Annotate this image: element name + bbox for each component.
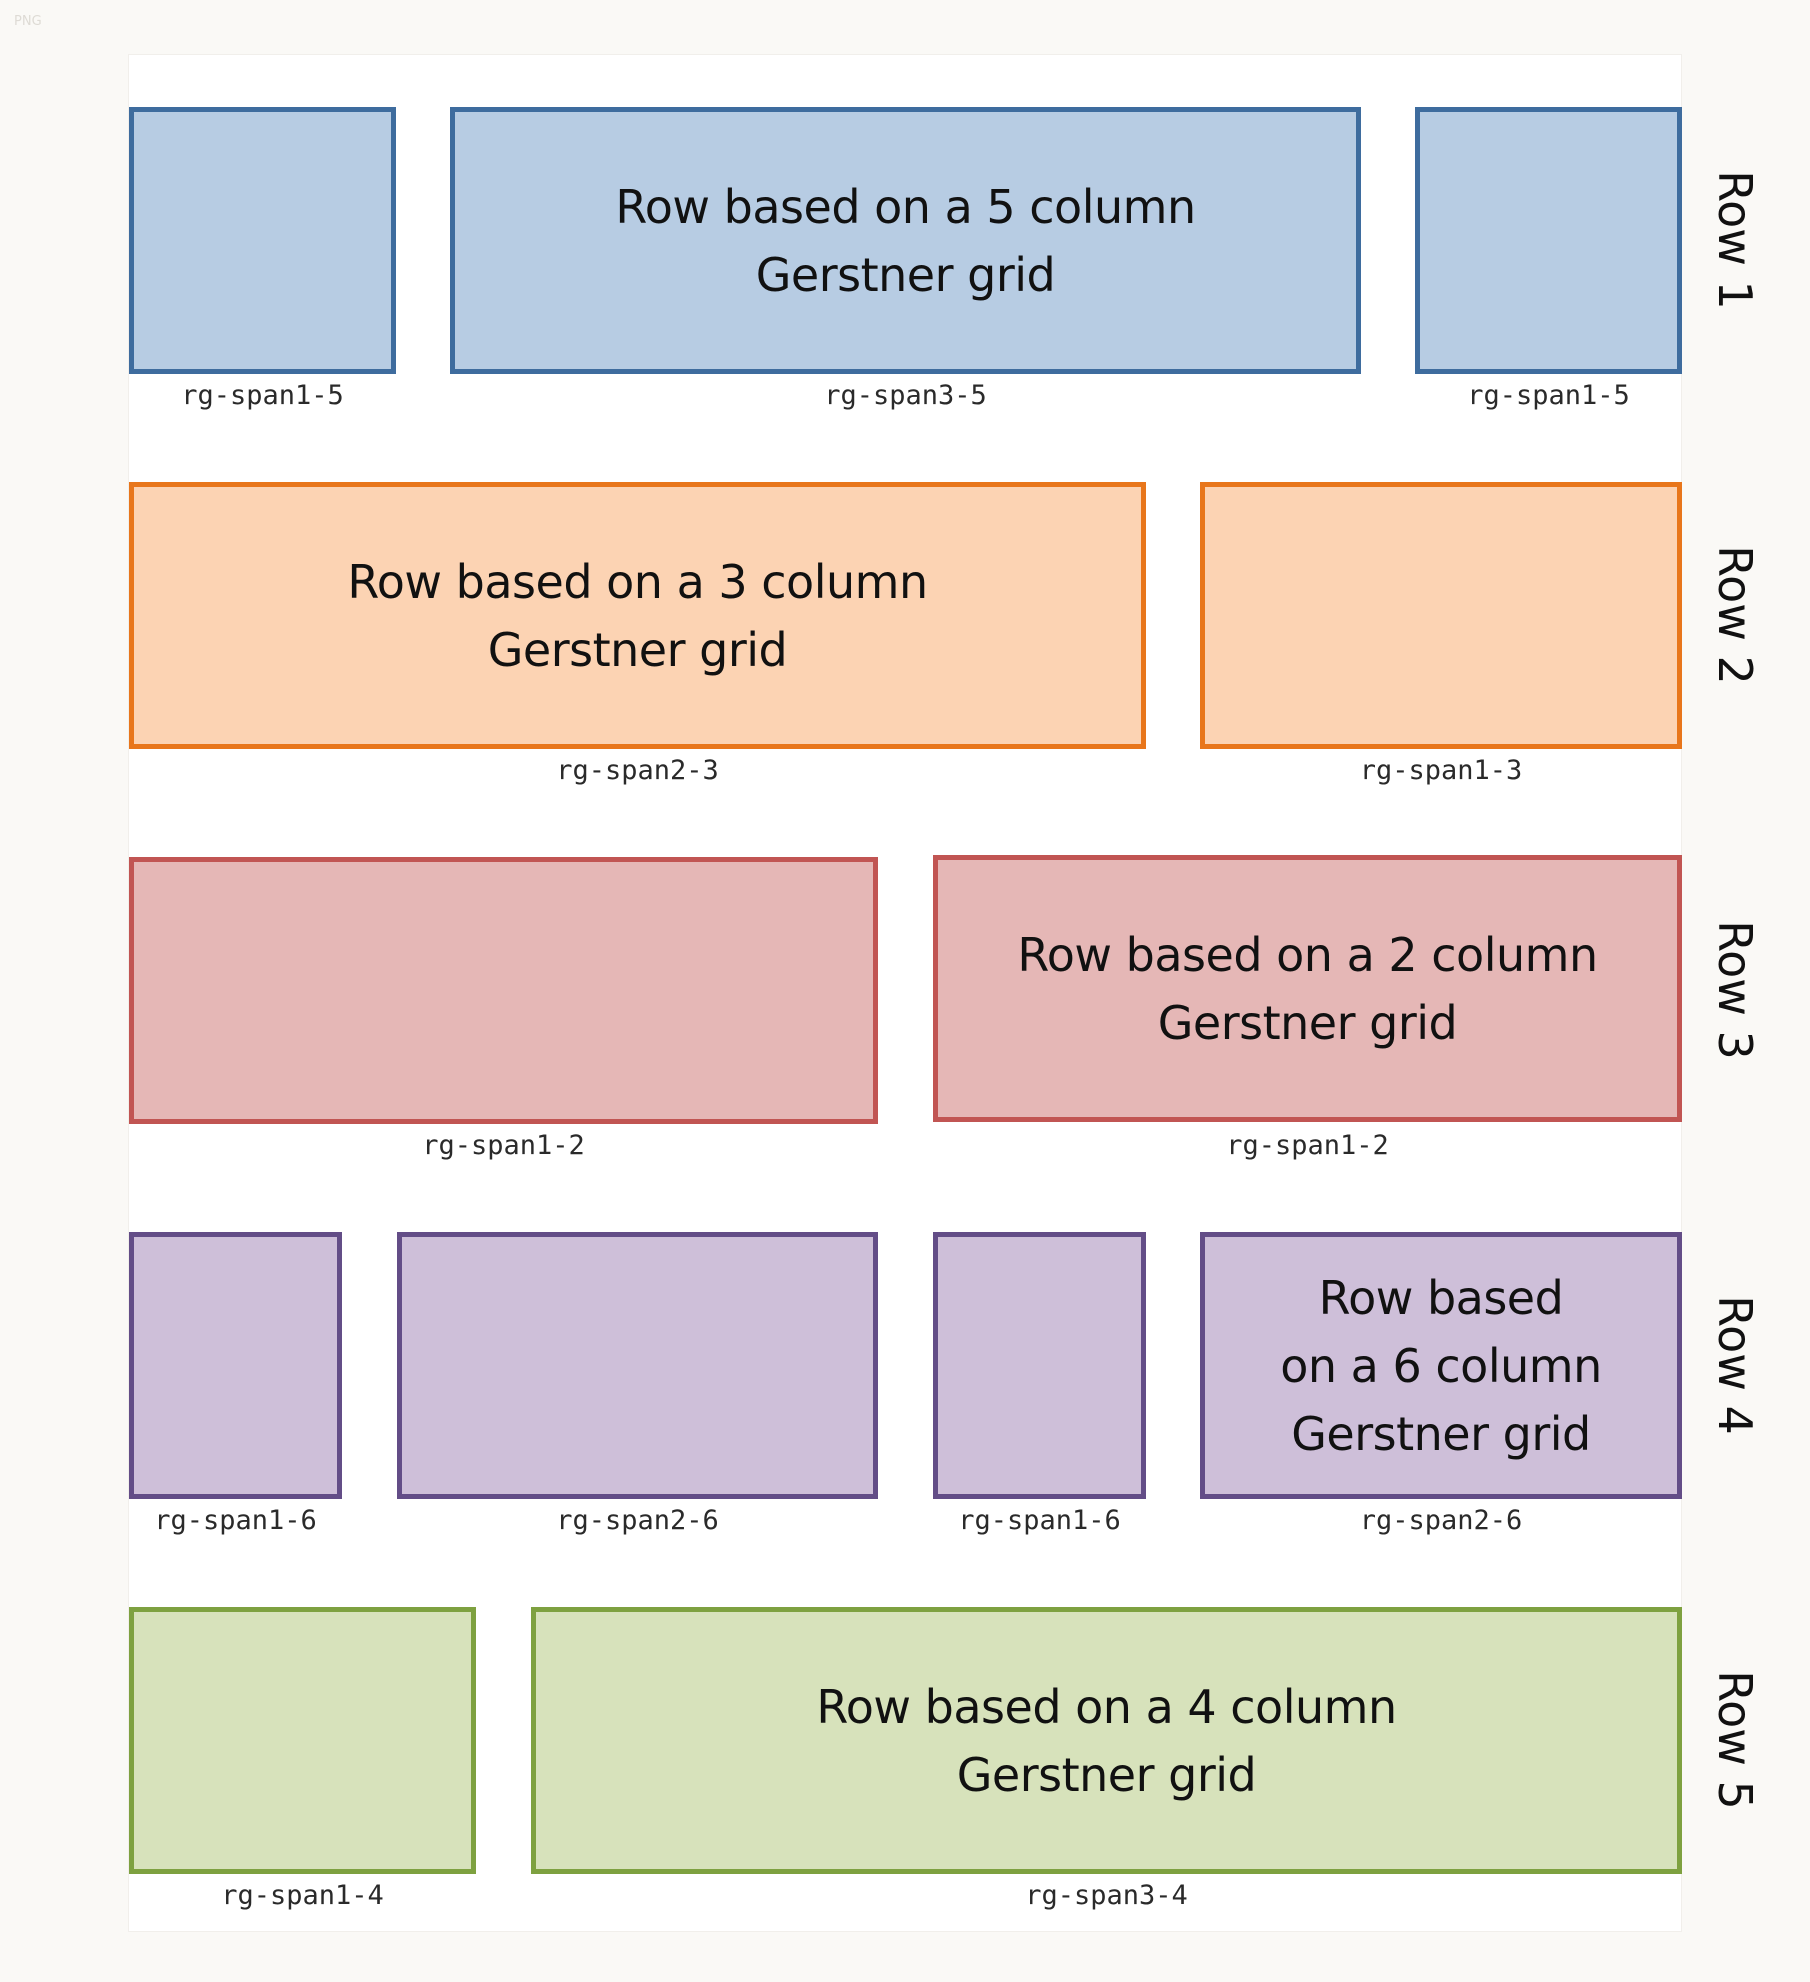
row3-cell2-box: Row based on a 2 column Gerstner grid — [933, 855, 1682, 1122]
row1-label: Row 1 — [1708, 170, 1762, 310]
row5-cell2-box: Row based on a 4 column Gerstner grid — [531, 1607, 1682, 1874]
row4-cell1-box — [129, 1232, 342, 1499]
row4-cell2-box — [397, 1232, 878, 1499]
row5-cell2-span-label: rg-span3-4 — [1025, 1880, 1188, 1911]
row3-label: Row 3 — [1708, 920, 1762, 1060]
row4-cell3-span-label: rg-span1-6 — [958, 1505, 1121, 1536]
row4-cell4-box: Row based on a 6 column Gerstner grid — [1200, 1232, 1682, 1499]
row4-label: Row 4 — [1708, 1295, 1762, 1435]
row2-cell2-box — [1200, 482, 1682, 749]
row4-cell4-span-label: rg-span2-6 — [1359, 1505, 1523, 1536]
row2-cell2-span-label: rg-span1-3 — [1359, 755, 1523, 786]
row2-cell1-span-label: rg-span2-3 — [556, 755, 719, 786]
row4-cell1-span-label: rg-span1-6 — [154, 1505, 317, 1536]
row3-cell2-text: Row based on a 2 column Gerstner grid — [1017, 927, 1598, 1050]
row4-cell4-text: Row based on a 6 column Gerstner grid — [1280, 1270, 1602, 1461]
row1-cell3-span-label: rg-span1-5 — [1467, 380, 1630, 411]
row2-cell1-text: Row based on a 3 column Gerstner grid — [347, 554, 928, 677]
row5-cell2-text: Row based on a 4 column Gerstner grid — [816, 1679, 1397, 1802]
row1-cell2-box: Row based on a 5 column Gerstner grid — [450, 107, 1361, 374]
row5-label: Row 5 — [1708, 1670, 1762, 1810]
row3-cell2-span-label: rg-span1-2 — [1226, 1130, 1389, 1161]
row3-cell1-span-label: rg-span1-2 — [422, 1130, 585, 1161]
row4-cell3-box — [933, 1232, 1146, 1499]
row5-cell1-span-label: rg-span1-4 — [221, 1880, 384, 1911]
row4-cell2-span-label: rg-span2-6 — [556, 1505, 719, 1536]
row5-cell1-box — [129, 1607, 476, 1874]
row1-cell1-box — [129, 107, 396, 374]
row1-cell3-box — [1415, 107, 1682, 374]
row1-cell2-span-label: rg-span3-5 — [824, 380, 987, 411]
row1-cell1-span-label: rg-span1-5 — [181, 380, 344, 411]
png-badge: PNG — [14, 14, 42, 29]
row3-cell1-box — [129, 857, 878, 1124]
row2-cell1-box: Row based on a 3 column Gerstner grid — [129, 482, 1146, 749]
row2-label: Row 2 — [1708, 545, 1762, 685]
row1-cell2-text: Row based on a 5 column Gerstner grid — [615, 179, 1196, 302]
